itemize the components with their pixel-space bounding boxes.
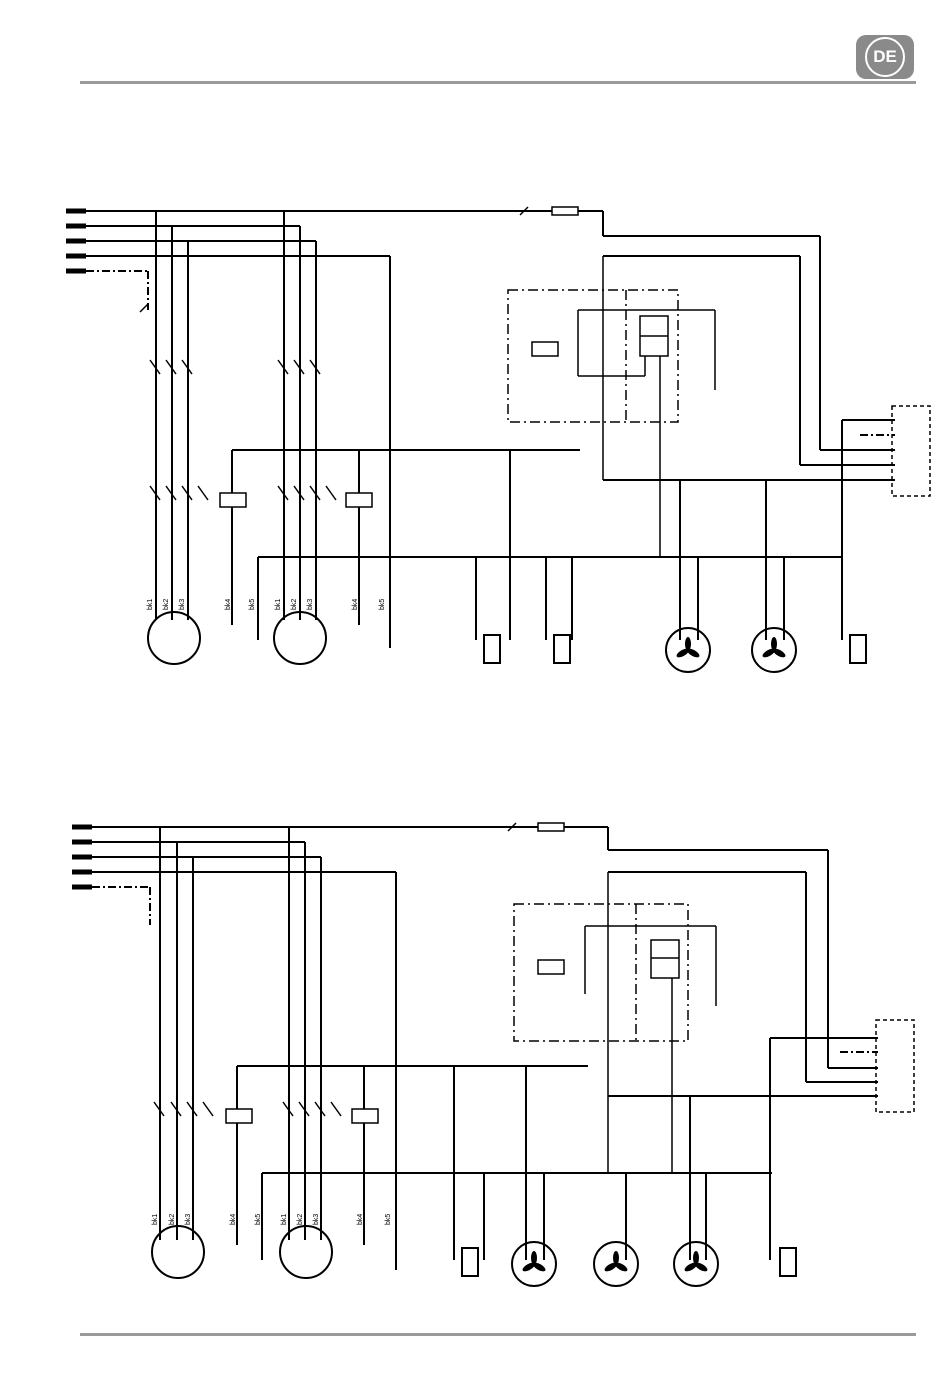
compressor-2-wiring — [283, 827, 378, 1245]
solenoid-valve-1 — [484, 635, 500, 663]
language-badge-label: DE — [865, 37, 905, 77]
compressor-2-wiring — [278, 211, 372, 625]
supply-lines — [86, 207, 603, 648]
svg-text:bk3: bk3 — [185, 1214, 192, 1225]
compressor-1-motor — [148, 612, 200, 664]
svg-text:bk2: bk2 — [297, 1214, 304, 1225]
svg-text:bk3: bk3 — [179, 599, 186, 610]
header-rule — [80, 81, 916, 84]
compressor-1-wiring — [154, 827, 252, 1245]
svg-text:bk2: bk2 — [291, 599, 298, 610]
svg-text:bk5: bk5 — [255, 1214, 262, 1225]
load-branches — [476, 450, 784, 640]
fan-blades-icon — [683, 1251, 709, 1273]
svg-text:bk1: bk1 — [152, 1214, 159, 1225]
svg-text:bk4: bk4 — [352, 599, 359, 610]
svg-text:bk3: bk3 — [313, 1214, 320, 1225]
wiring-diagram-bottom: bk1 bk2 bk3 bk4 bk5 bk1 bk2 bk3 bk4 bk5 — [0, 800, 950, 1320]
svg-text:bk1: bk1 — [275, 599, 282, 610]
supply-lines — [92, 823, 608, 1270]
fan-blades-icon — [675, 637, 701, 659]
svg-text:bk4: bk4 — [357, 1214, 364, 1225]
compressor-2-wire-labels: bk1 bk2 bk3 bk4 bk5 — [275, 599, 386, 610]
mains-terminals — [66, 211, 86, 271]
svg-text:bk5: bk5 — [249, 599, 256, 610]
solenoid-valve-3 — [850, 635, 866, 663]
fan-blades-icon — [603, 1251, 629, 1273]
mains-terminals — [72, 827, 92, 887]
compressor-1-wire-labels: bk1 bk2 bk3 bk4 bk5 — [152, 1214, 262, 1225]
solenoid-valve-2 — [554, 635, 570, 663]
controller-box — [508, 256, 715, 557]
svg-text:bk1: bk1 — [147, 599, 154, 610]
svg-text:bk5: bk5 — [379, 599, 386, 610]
solenoid-valve-2 — [780, 1248, 796, 1276]
compressor-1-wiring — [150, 211, 246, 625]
control-bus — [237, 1066, 878, 1260]
svg-text:bk5: bk5 — [385, 1214, 392, 1225]
svg-text:bk2: bk2 — [169, 1214, 176, 1225]
controller-box — [514, 872, 716, 1173]
svg-text:bk1: bk1 — [281, 1214, 288, 1225]
svg-text:bk3: bk3 — [307, 599, 314, 610]
compressor-1-wire-labels: bk1 bk2 bk3 bk4 bk5 — [147, 599, 256, 610]
control-bus — [232, 450, 895, 640]
solenoid-valve-1 — [462, 1248, 478, 1276]
wiring-diagram-top: bk1 bk2 bk3 bk4 bk5 bk1 bk2 bk3 bk4 bk5 — [0, 180, 950, 710]
fan-blades-icon — [761, 637, 787, 659]
svg-text:bk2: bk2 — [163, 599, 170, 610]
svg-text:bk4: bk4 — [225, 599, 232, 610]
footer-rule — [80, 1333, 916, 1336]
compressor-2-wire-labels: bk1 bk2 bk3 bk4 bk5 — [281, 1214, 392, 1225]
language-badge: DE — [856, 35, 914, 79]
terminal-block-feeders — [608, 850, 914, 1260]
svg-text:bk4: bk4 — [230, 1214, 237, 1225]
